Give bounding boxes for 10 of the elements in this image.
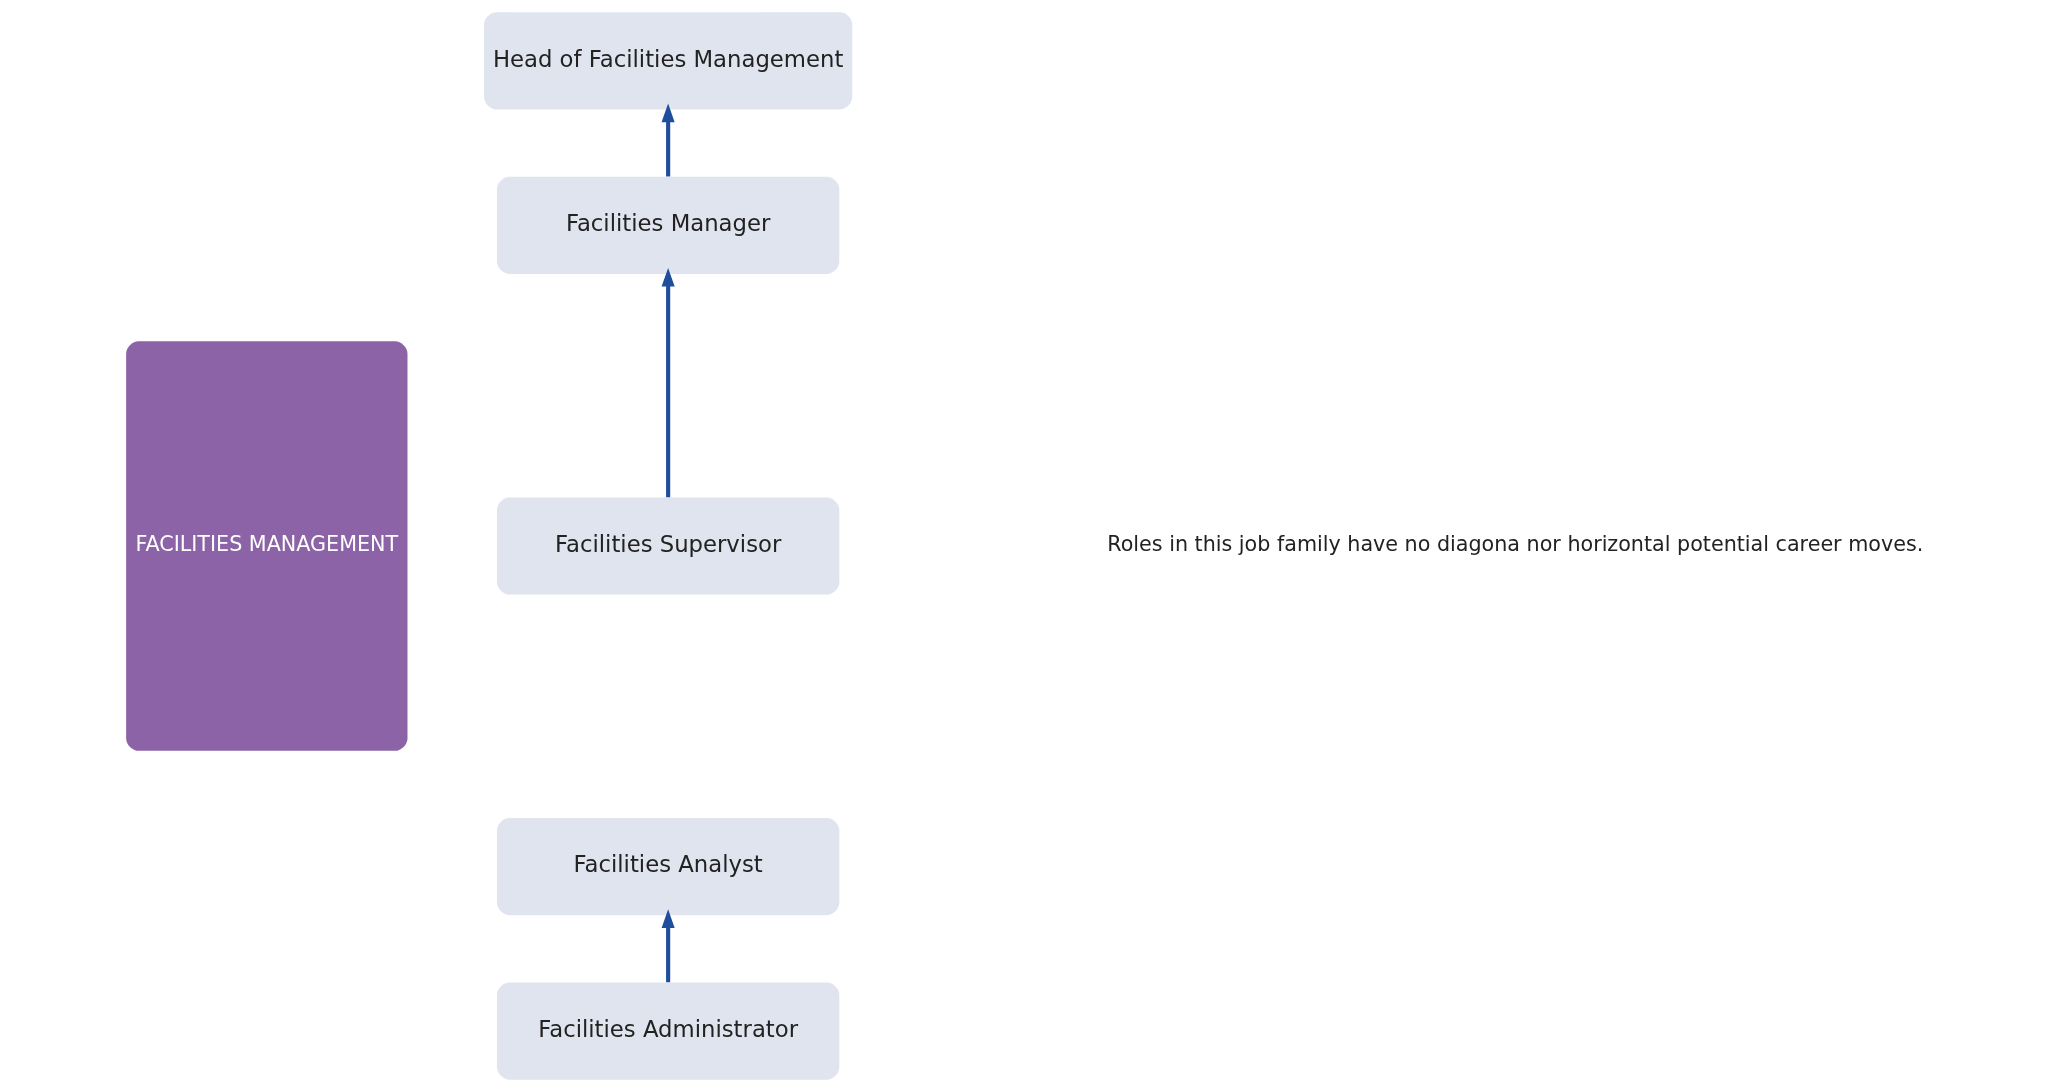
node-box: Facilities Administrator <box>496 982 840 1080</box>
node-box: Facilities Supervisor <box>496 497 840 595</box>
arrow <box>661 909 675 983</box>
node-box: Facilities Manager <box>496 176 840 274</box>
node-box: Facilities Analyst <box>496 818 840 916</box>
arrow <box>661 267 675 498</box>
label: Roles in this job family have no diagona nor horizontal potential career moves. <box>1107 532 1924 557</box>
arrow <box>661 103 675 177</box>
node-box: FACILITIES MANAGEMENT <box>126 341 408 751</box>
node-box: Head of Facilities Management <box>484 12 853 110</box>
